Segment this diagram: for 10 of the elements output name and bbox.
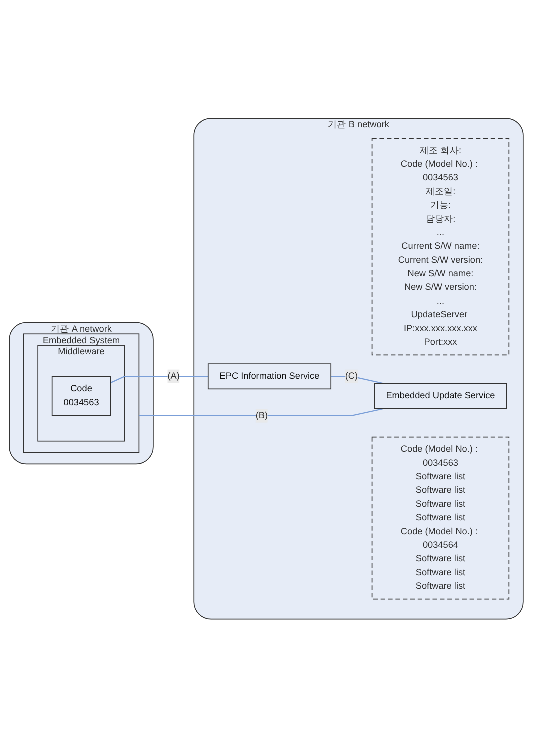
node-box: Embedded Update Service	[374, 382, 508, 409]
node-box: 제조 회사: Code (Model No.) : 0034563 제조일: 기능: 담당자: ... Current S/W name: Current S/W version: New S/W name: New S/W version: ... UpdateServer IP:xxx.xxx.xxx.xxx Port:xxx	[372, 138, 510, 356]
edge-label: (C)	[345, 371, 358, 381]
connector	[110, 376, 208, 384]
edge-label: (A)	[168, 371, 180, 381]
connector	[139, 408, 384, 416]
node-box: Code 0034563	[52, 376, 112, 416]
node-box: EPC Information Service	[208, 363, 332, 390]
node-box: Code (Model No.) : 0034563 Software list Software list Software list Software list Code (Model No.) : 0034564 Software list Software list Software list	[372, 436, 510, 600]
edge-label: (B)	[256, 410, 268, 420]
